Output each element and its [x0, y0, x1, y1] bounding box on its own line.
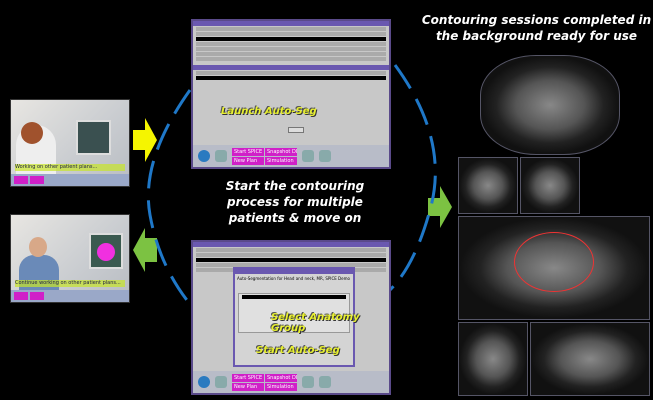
new-plan-button[interactable]: New Plan — [232, 382, 264, 391]
workstation-photo-1: Working on other patient plans... — [10, 99, 130, 187]
center-headline: Start the contouring process for multipl… — [225, 179, 365, 225]
autoseg-dialog: Auto-Segmentation for Head and neck, MR,… — [233, 267, 355, 367]
ct-coronal-head — [520, 157, 580, 214]
taskbar: Start SPICE Snapshot DDR New Plan Simula… — [193, 371, 389, 393]
workstation-photo-2: Continue working on other patient plans.… — [10, 214, 130, 303]
start-spice-button[interactable]: Start SPICE — [232, 373, 264, 382]
launch-autoseg-button[interactable] — [288, 127, 304, 133]
window-icon[interactable] — [319, 150, 331, 162]
snapshot-ddr-button[interactable]: Snapshot DDR — [265, 147, 297, 156]
select-anatomy-annotation: Select Anatomy Group — [271, 312, 360, 334]
start-spice-button[interactable]: Start SPICE — [232, 147, 264, 156]
caption: Working on other patient plans... — [15, 164, 125, 171]
printer-icon[interactable] — [302, 376, 314, 388]
monitor — [89, 233, 123, 269]
ct-axial-head — [480, 55, 620, 155]
user-hair — [21, 122, 43, 144]
anatomy-group-list[interactable] — [238, 293, 350, 333]
simulation-button[interactable]: Simulation — [265, 156, 297, 165]
printer-icon[interactable] — [302, 150, 314, 162]
simulation-button[interactable]: Simulation — [265, 382, 297, 391]
mini-taskbar — [11, 290, 129, 302]
caption: Continue working on other patient plans.… — [15, 280, 125, 287]
window-icon[interactable] — [319, 376, 331, 388]
right-headline: Contouring sessions completed in the bac… — [421, 13, 652, 43]
launch-autoseg-annotation: Launch Auto-Seg — [221, 106, 317, 117]
monitor — [76, 120, 111, 155]
yellow-right-arrow — [133, 118, 157, 162]
globe-icon[interactable] — [198, 376, 210, 388]
mini-taskbar — [11, 174, 129, 186]
tool-icon[interactable] — [215, 376, 227, 388]
snapshot-ddr-button[interactable]: Snapshot DDR — [265, 373, 297, 382]
new-plan-button[interactable]: New Plan — [232, 156, 264, 165]
globe-icon[interactable] — [198, 150, 210, 162]
start-autoseg-annotation: Start Auto-Seg — [256, 345, 340, 356]
green-left-arrow — [133, 228, 157, 272]
blue-dashed-arc-right — [388, 64, 437, 292]
top-app-screen: Launch Auto-Seg Start SPICE Snapshot DDR… — [191, 19, 391, 169]
dialog-title: Auto-Segmentation for Head and neck, MR,… — [237, 276, 350, 281]
ct-coronal-chest — [530, 322, 650, 396]
ct-sagittal-chest — [458, 322, 528, 396]
bottom-app-screen: Auto-Segmentation for Head and neck, MR,… — [191, 240, 391, 395]
green-right-arrow — [428, 186, 452, 228]
ct-axial-chest — [458, 216, 650, 320]
taskbar: Start SPICE Snapshot DDR New Plan Simula… — [193, 145, 389, 167]
ct-sagittal-head — [458, 157, 518, 214]
blue-dashed-arc-left — [146, 89, 197, 311]
tool-icon[interactable] — [215, 150, 227, 162]
user-head — [29, 237, 47, 257]
